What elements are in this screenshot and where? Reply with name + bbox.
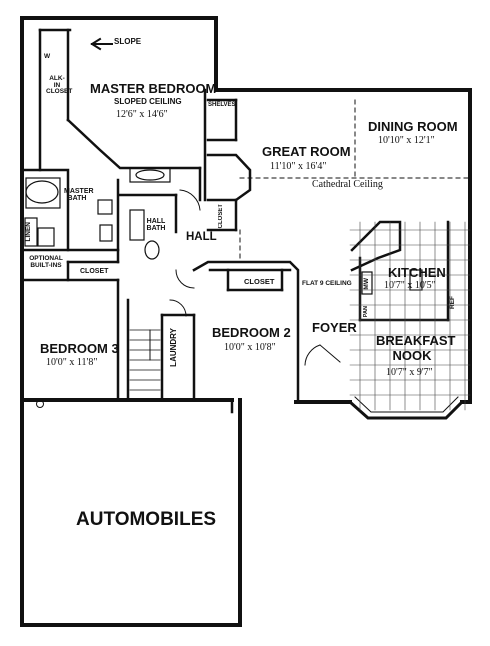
fixtures — [24, 167, 423, 295]
optional-built-ins-label: OPTIONAL BUILT-INS — [29, 255, 63, 269]
kitchen-dims: 10'7" x 10'5" — [384, 280, 436, 291]
automobiles-label: AUTOMOBILES — [76, 509, 217, 530]
bedroom2-dims: 10'0" x 10'8" — [224, 342, 276, 353]
bedroom3-dims: 10'0" x 11'8" — [46, 357, 98, 368]
bedroom3-label: BEDROOM 3 — [40, 341, 119, 356]
master-bath-label: MASTER BATH — [64, 188, 94, 202]
slope-label: SLOPE — [114, 37, 142, 46]
great-room-dims: 11'10" x 16'4" — [270, 161, 327, 172]
flat-ceiling-label: FLAT 9 CEILING — [302, 280, 352, 287]
outer-walls — [20, 16, 472, 627]
great-room-label: GREAT ROOM — [262, 144, 351, 159]
linen-label: LINEN — [25, 222, 32, 242]
slope-arrow — [90, 37, 113, 51]
pantry-label: PAN — [363, 306, 369, 318]
breakfast-nook-dims: 10'7" x 9'7" — [386, 367, 433, 378]
ceiling-dashes — [239, 99, 471, 263]
foyer-label: FOYER — [312, 320, 357, 335]
master-bedroom-dims: 12'6" x 14'6" — [116, 109, 168, 120]
hall-label: HALL — [186, 231, 217, 243]
hose-bib — [36, 400, 44, 408]
door-swings — [149, 189, 341, 366]
walk-in-closet-label: ALK-IN CLOSET — [46, 75, 73, 95]
closet-hall-label: CLOSET — [218, 204, 224, 229]
great-room-ceiling-note: Cathedral Ceiling — [312, 179, 383, 190]
ref-label: REF — [449, 296, 456, 309]
dining-room-label: DINING ROOM — [368, 119, 458, 134]
bay-window — [347, 399, 465, 420]
kitchen-tile-grid — [349, 221, 471, 411]
breakfast-nook-label: BREAKFAST NOOK — [376, 333, 456, 363]
kitchen-label: KITCHEN — [388, 265, 446, 280]
master-bedroom-note: SLOPED CEILING — [114, 97, 182, 106]
laundry-label: LAUNDRY — [169, 328, 178, 367]
microwave-label: MW — [363, 278, 370, 290]
hall-bath-label: HALL BATH — [146, 218, 166, 232]
shelves-label: SHELVES — [208, 102, 236, 108]
stairs — [129, 329, 161, 391]
bedroom2-label: BEDROOM 2 — [212, 325, 291, 340]
master-bedroom-label: MASTER BEDROOM — [90, 81, 217, 96]
interior-walls — [20, 28, 450, 414]
closet-b2-label: CLOSET — [244, 277, 275, 286]
dining-room-dims: 10'10" x 12'1" — [378, 135, 435, 146]
closet-b3-label: CLOSET — [80, 268, 109, 275]
walk-in-closet-mark: W — [44, 53, 51, 60]
